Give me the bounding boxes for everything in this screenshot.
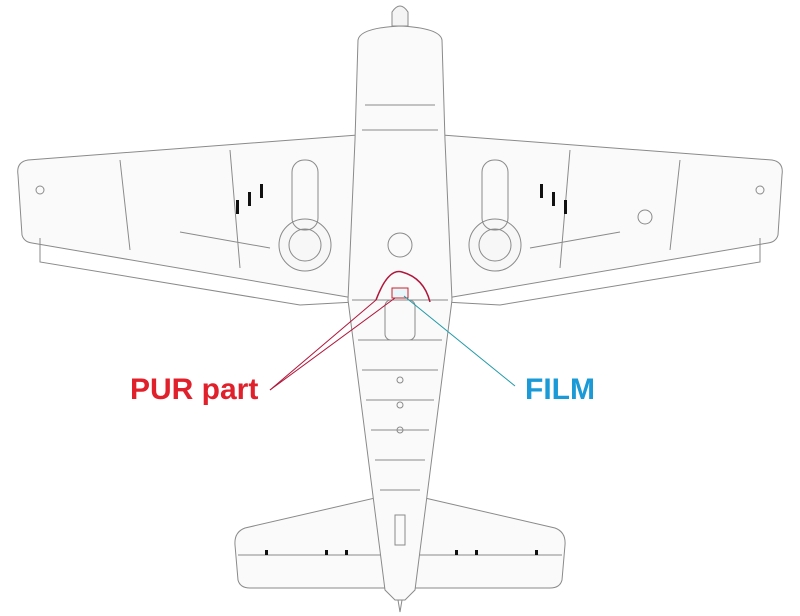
left-wheel <box>278 218 332 272</box>
right-tailplane <box>407 494 566 589</box>
pur-part-label: PUR part <box>130 373 259 406</box>
fuselage <box>347 25 453 601</box>
film-rect <box>391 287 409 299</box>
left-wing <box>17 134 366 301</box>
pur-leader-line-1 <box>269 299 377 391</box>
right-wheel <box>468 218 522 272</box>
pur-part-arc <box>375 270 431 303</box>
pur-leader-line-2 <box>269 297 396 391</box>
film-leader-line <box>403 295 516 387</box>
left-tailplane <box>234 494 393 589</box>
film-label: FILM <box>525 373 595 406</box>
right-wing <box>434 134 783 301</box>
spinner <box>391 5 409 27</box>
